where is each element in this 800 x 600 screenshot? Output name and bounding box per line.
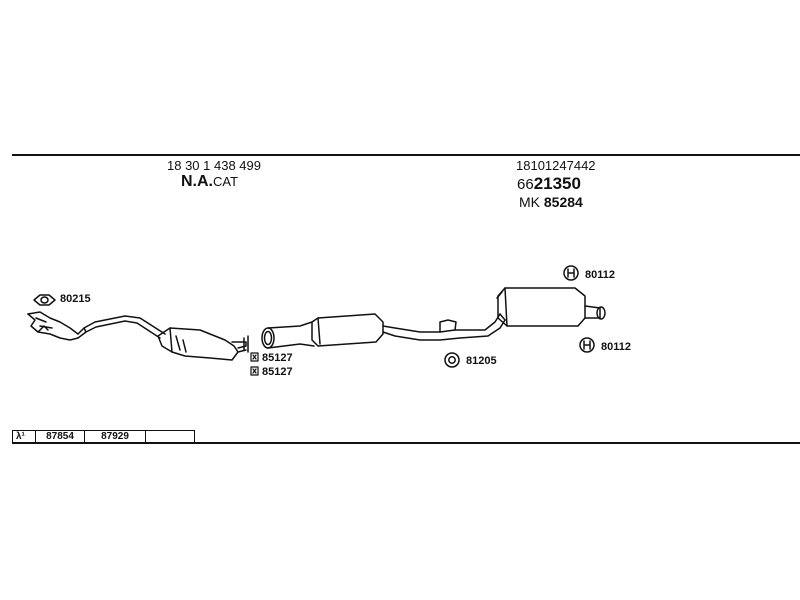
bolt-icon-2	[250, 366, 259, 376]
hanger-icon-80112-top	[563, 265, 579, 281]
lambda-row: λ¹ 87854 87929	[12, 430, 195, 443]
hanger-icon-80112-bottom	[579, 337, 595, 353]
lambda-symbol: λ¹	[12, 430, 36, 443]
callout-hanger-80112-bottom: 80112	[601, 341, 631, 353]
lambda-cell-3	[145, 430, 195, 443]
callout-hanger-81205: 81205	[466, 355, 497, 367]
bottom-divider-line	[12, 442, 800, 444]
cat-label-main: N.A.	[181, 173, 213, 190]
rear-mk: MK 85284	[519, 194, 583, 210]
lambda-cell-2: 87929	[84, 430, 146, 443]
rear-code-prefix: 66	[517, 176, 534, 193]
cat-label-suffix: CAT	[213, 174, 239, 189]
rear-code-main: 21350	[533, 174, 581, 193]
catalytic-converter	[157, 327, 249, 361]
rear-mk-prefix: MK	[519, 194, 540, 210]
callout-hanger-80112-top: 80112	[585, 269, 615, 281]
front-pipe	[27, 311, 166, 341]
bolt-icon-1	[250, 352, 259, 362]
top-divider-line	[12, 154, 800, 156]
rear-silencer	[496, 287, 606, 327]
hanger-icon-81205	[444, 352, 460, 368]
callout-gasket-80215: 80215	[60, 293, 91, 305]
cat-part-number: 18 30 1 438 499	[167, 158, 261, 173]
intermediate-pipe	[261, 313, 506, 349]
rear-code: 6621350	[517, 174, 581, 194]
callout-bolt-85127-b: 85127	[262, 366, 293, 378]
rear-mk-number: 85284	[543, 194, 583, 210]
gasket-icon	[33, 294, 56, 306]
cat-label: N.A.CAT	[181, 173, 238, 191]
lambda-cell-1: 87854	[35, 430, 85, 443]
rear-part-number: 18101247442	[516, 158, 596, 173]
lambda-sensor-table: λ¹ 87854 87929	[12, 430, 195, 443]
callout-bolt-85127-a: 85127	[262, 352, 293, 364]
